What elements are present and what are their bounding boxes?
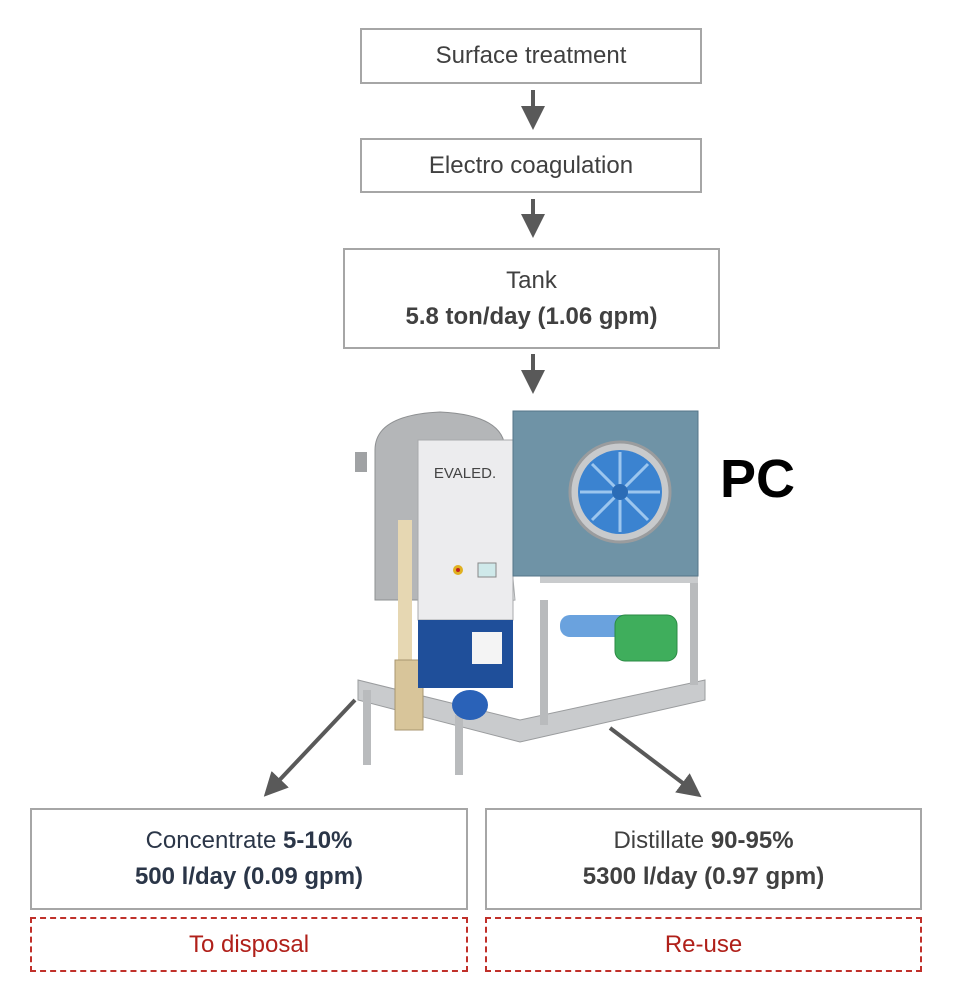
output-flow: 5300 l/day (0.97 gpm) bbox=[582, 863, 825, 890]
step-detail: 5.8 ton/day (1.06 gpm) bbox=[405, 302, 658, 330]
destination-reuse: Re-use bbox=[485, 917, 922, 972]
destination-label: To disposal bbox=[188, 930, 310, 958]
output-percent: 5-10% bbox=[283, 827, 353, 854]
destination-label: Re-use bbox=[664, 930, 743, 958]
output-distillate: Distillate 90-95% 5300 l/day (0.97 gpm) bbox=[485, 808, 922, 910]
output-percent: 90-95% bbox=[710, 827, 794, 854]
arrow-concentrate bbox=[263, 698, 357, 797]
step-electro-coagulation: Electro coagulation bbox=[360, 138, 702, 193]
evaporator-machine-illustration: EVALED. bbox=[355, 410, 706, 775]
output-name: Concentrate bbox=[145, 827, 277, 854]
machine-logo: EVALED. bbox=[434, 465, 496, 482]
output-name: Distillate bbox=[613, 827, 705, 854]
step-tank: Tank 5.8 ton/day (1.06 gpm) bbox=[343, 248, 720, 349]
output-concentrate: Concentrate 5-10% 500 l/day (0.09 gpm) bbox=[30, 808, 468, 910]
output-name-line: Distillate 90-95% bbox=[613, 823, 793, 859]
output-name-line: Concentrate 5-10% bbox=[146, 823, 353, 859]
step-label: Tank bbox=[506, 266, 557, 294]
step-label: Electro coagulation bbox=[428, 151, 634, 179]
step-surface-treatment: Surface treatment bbox=[360, 28, 702, 84]
machine-label: PC bbox=[720, 449, 796, 509]
step-label: Surface treatment bbox=[435, 42, 627, 69]
arrow-distillate bbox=[608, 726, 702, 798]
destination-disposal: To disposal bbox=[30, 917, 468, 972]
output-flow: 500 l/day (0.09 gpm) bbox=[134, 863, 364, 890]
